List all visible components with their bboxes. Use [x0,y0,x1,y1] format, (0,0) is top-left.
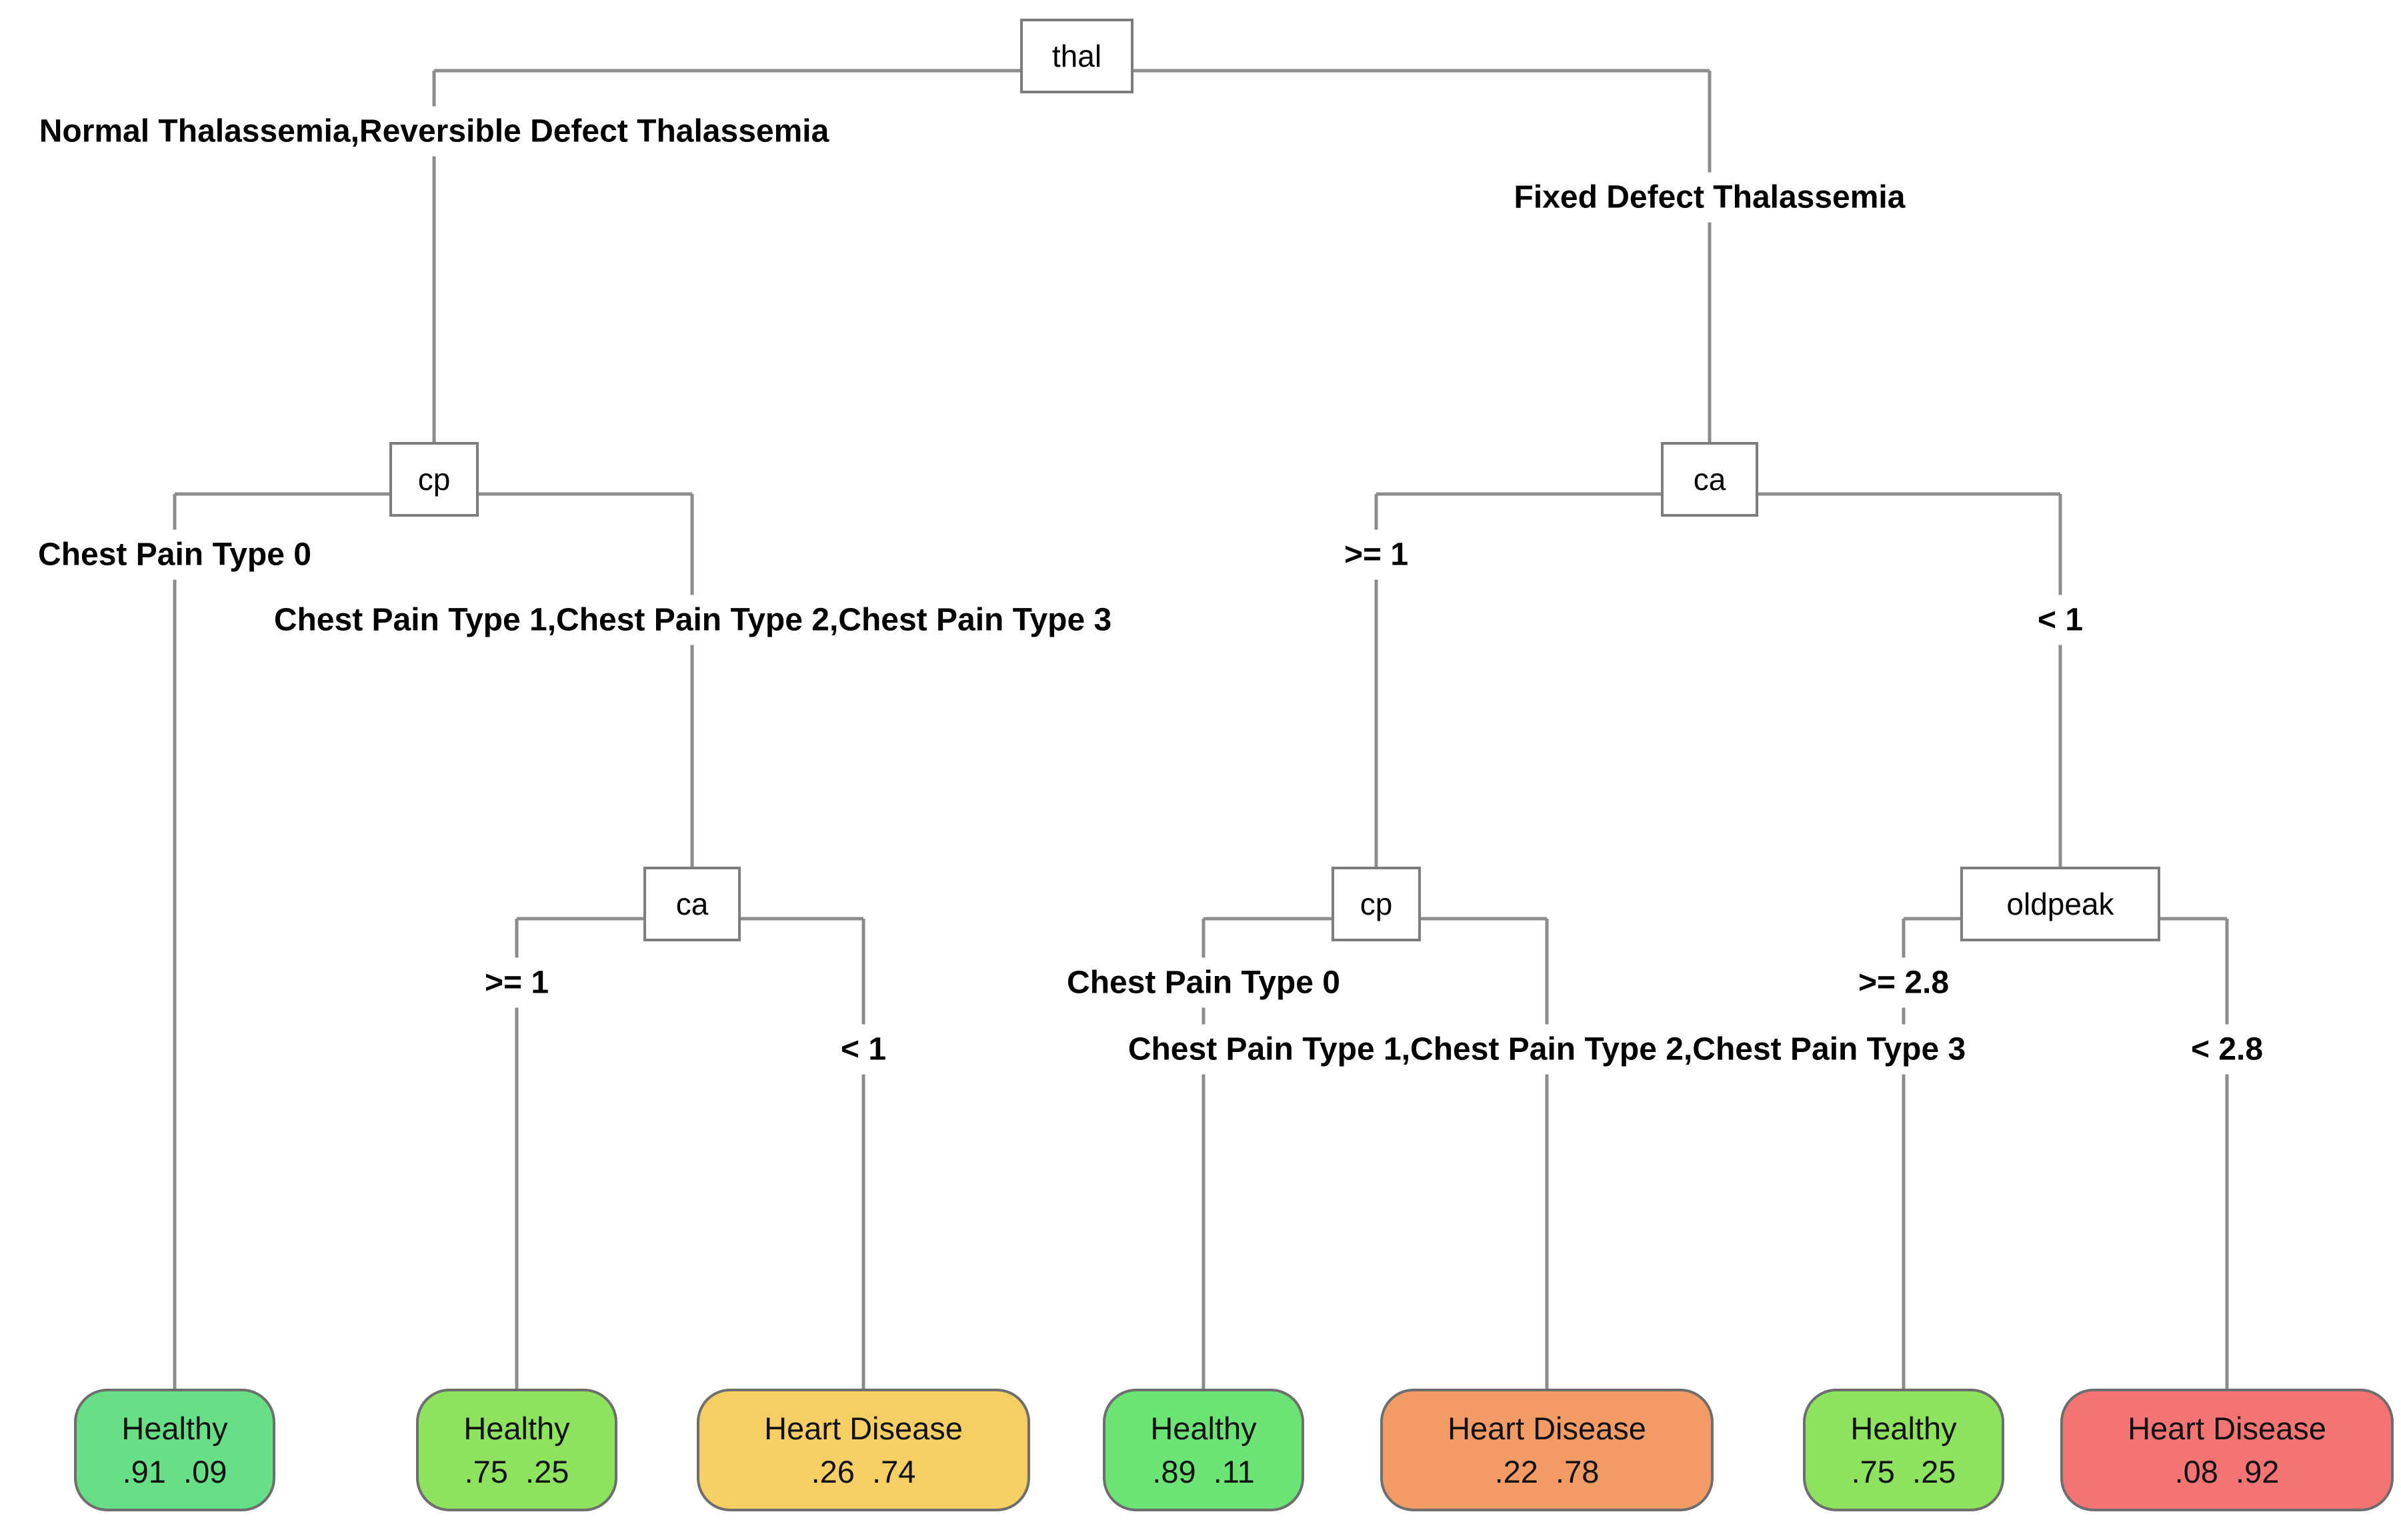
branch-label: >= 1 [476,957,557,1008]
leaf-probabilities: .22 .78 [1494,1454,1600,1489]
split-node-oldpeak: oldpeak [1960,867,2160,941]
leaf-probabilities: .91 .09 [122,1454,227,1489]
leaf-node: Healthy .75 .25 [416,1389,617,1511]
leaf-class-label: Healthy [463,1411,570,1446]
leaf-probabilities: .89 .11 [1152,1454,1255,1489]
branch-label: >= 1 [1336,529,1417,580]
branch-label: Fixed Defect Thalassemia [1506,172,1914,223]
branch-label: < 2.8 [2182,1024,2272,1075]
leaf-class-label: Healthy [1850,1411,1957,1446]
split-node-ca-mid: ca [643,867,741,941]
leaf-node: Heart Disease .08 .92 [2060,1389,2394,1511]
leaf-class-label: Heart Disease [764,1411,963,1446]
branch-label: Chest Pain Type 1,Chest Pain Type 2,Ches… [265,595,1120,645]
branch-label: Normal Thalassemia,Reversible Defect Tha… [31,106,837,157]
leaf-node: Healthy .91 .09 [74,1389,275,1511]
leaf-node: Heart Disease .26 .74 [697,1389,1030,1511]
branch-label: >= 2.8 [1850,957,1958,1008]
leaf-class-label: Healthy [121,1411,228,1446]
branch-label: < 1 [832,1024,895,1075]
leaf-class-label: Heart Disease [2128,1411,2326,1446]
leaf-node: Heart Disease .22 .78 [1380,1389,1714,1511]
split-node-cp-mid: cp [1332,867,1421,941]
leaf-probabilities: .26 .74 [811,1454,916,1489]
split-node-thal: thal [1020,19,1133,93]
branch-label: Chest Pain Type 0 [30,529,319,580]
leaf-probabilities: .08 .92 [2174,1454,2280,1489]
branch-label: Chest Pain Type 1,Chest Pain Type 2,Ches… [1119,1024,1974,1075]
leaf-node: Healthy .75 .25 [1803,1389,2004,1511]
leaf-class-label: Healthy [1150,1411,1257,1446]
branch-label: < 1 [2029,595,2092,645]
leaf-class-label: Heart Disease [1448,1411,1646,1446]
leaf-node: Healthy .89 .11 [1103,1389,1304,1511]
split-node-cp-left: cp [389,442,479,517]
leaf-probabilities: .75 .25 [464,1454,569,1489]
split-node-ca-right: ca [1661,442,1758,517]
leaf-probabilities: .75 .25 [1851,1454,1956,1489]
branch-label: Chest Pain Type 0 [1059,957,1348,1008]
